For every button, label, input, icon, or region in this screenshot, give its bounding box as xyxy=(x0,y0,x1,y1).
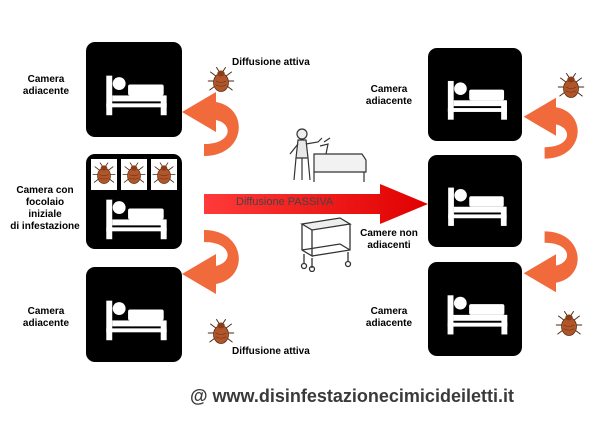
right-bottom-room xyxy=(428,262,522,356)
bed-icon xyxy=(428,155,522,247)
bed-icon xyxy=(428,262,522,356)
active-diffusion-label-top: Diffusione attiva xyxy=(232,57,310,68)
left-bottom-room-label: Camera adiacente xyxy=(22,306,70,329)
active-diffusion-arrow-up xyxy=(176,88,256,168)
website-credit: @ www.disinfestazionecimicideiletti.it xyxy=(190,386,514,406)
bedbug-icon xyxy=(206,66,236,96)
right-top-room-label: Camera adiacente xyxy=(365,84,413,107)
left-top-room-label: Camera adiacente xyxy=(22,74,70,97)
bed-icon xyxy=(428,48,522,141)
active-diffusion-arrow-up-right xyxy=(518,92,594,172)
bed-icon xyxy=(86,267,182,362)
active-diffusion-arrow-down-right xyxy=(518,218,594,298)
left-top-room xyxy=(86,42,182,137)
passive-diffusion-arrow xyxy=(204,184,428,224)
bed-icon xyxy=(86,166,182,261)
bug-row xyxy=(91,159,177,190)
laundry-cart-icon xyxy=(300,217,352,272)
person-making-bed-icon xyxy=(289,128,367,182)
bed-icon xyxy=(86,42,182,137)
bedbug-icon xyxy=(554,310,584,340)
passive-diffusion-label: Diffusione PASSIVA xyxy=(236,196,334,208)
bedbug-icon xyxy=(206,318,236,348)
active-diffusion-arrow-down xyxy=(176,218,256,298)
left-center-room-label: Camera con focolaio iniziale di infestaz… xyxy=(10,185,80,232)
left-center-room xyxy=(86,154,182,249)
right-bottom-room-label: Camera adiacente xyxy=(365,306,413,329)
bedbug-icon xyxy=(556,72,586,102)
active-diffusion-label-bottom: Diffusione attiva xyxy=(232,346,310,357)
right-top-room xyxy=(428,48,522,141)
left-bottom-room xyxy=(86,267,182,362)
right-center-room-label: Camere non adiacenti xyxy=(360,228,418,251)
right-center-room xyxy=(428,155,522,247)
